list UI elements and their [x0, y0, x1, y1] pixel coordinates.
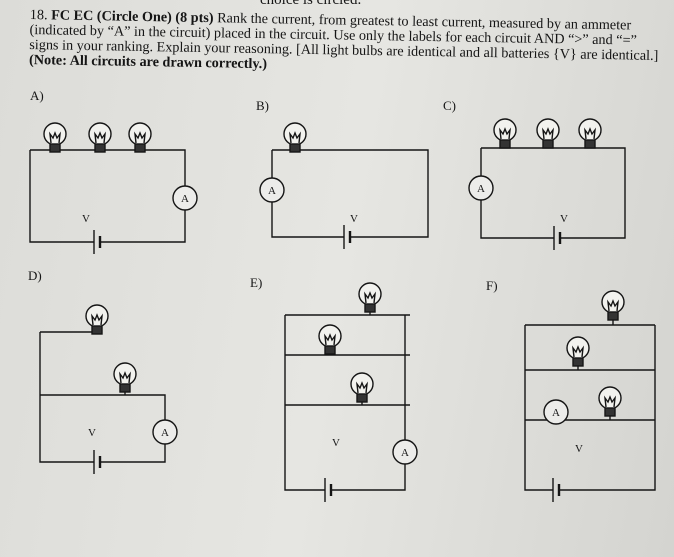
light-bulb-icon	[566, 336, 590, 367]
battery-label: V	[350, 213, 358, 225]
circuit-d	[39, 330, 166, 463]
light-bulb-icon	[598, 386, 622, 417]
battery-icon: V	[552, 443, 583, 502]
ammeter-icon: A	[172, 185, 198, 211]
circuit-e-label: E)	[250, 275, 263, 290]
light-bulb-icon	[493, 118, 517, 149]
battery-label: V	[560, 213, 568, 225]
battery-label: V	[332, 437, 340, 449]
light-bulb-icon	[358, 282, 382, 313]
battery-icon: V	[88, 427, 102, 474]
light-bulb-icon	[601, 290, 625, 321]
circuit-f-label: F)	[486, 278, 498, 293]
light-bulb-icon	[350, 372, 374, 403]
light-bulb-icon	[283, 122, 307, 153]
svg-text:A: A	[181, 193, 189, 205]
light-bulb-icon	[536, 118, 560, 149]
ammeter-icon: A	[152, 419, 178, 445]
svg-text:A: A	[268, 185, 276, 197]
light-bulb-icon	[85, 304, 109, 335]
circuit-f	[524, 318, 656, 491]
svg-text:A: A	[161, 427, 169, 439]
svg-text:A: A	[552, 407, 560, 419]
circuit-b	[271, 149, 429, 238]
light-bulb-icon	[578, 118, 602, 149]
ammeter-icon: A	[543, 399, 569, 425]
circuit-c	[480, 147, 626, 239]
battery-icon: V	[82, 213, 102, 254]
battery-label: V	[575, 443, 583, 455]
battery-label: V	[88, 427, 96, 439]
circuit-a-label: A)	[30, 88, 44, 103]
battery-icon: V	[553, 213, 568, 250]
previous-question-fragment: choice is circled.	[260, 0, 362, 8]
light-bulb-icon	[43, 122, 67, 153]
ammeter-icon: A	[468, 175, 494, 201]
light-bulb-icon	[88, 122, 112, 153]
svg-text:A: A	[477, 183, 485, 195]
light-bulb-icon	[113, 362, 137, 393]
circuit-c-label: C)	[443, 98, 456, 113]
svg-text:A: A	[401, 447, 409, 459]
battery-label: V	[82, 213, 90, 225]
battery-icon: V	[324, 437, 340, 502]
circuit-b-label: B)	[256, 98, 269, 113]
ammeter-icon: A	[392, 439, 418, 465]
battery-icon: V	[343, 213, 358, 249]
light-bulb-icon	[318, 324, 342, 355]
circuit-d-label: D)	[28, 268, 42, 283]
circuit-e	[284, 308, 410, 491]
light-bulb-icon	[128, 122, 152, 153]
circuit-a	[29, 149, 186, 243]
ammeter-icon: A	[259, 177, 285, 203]
